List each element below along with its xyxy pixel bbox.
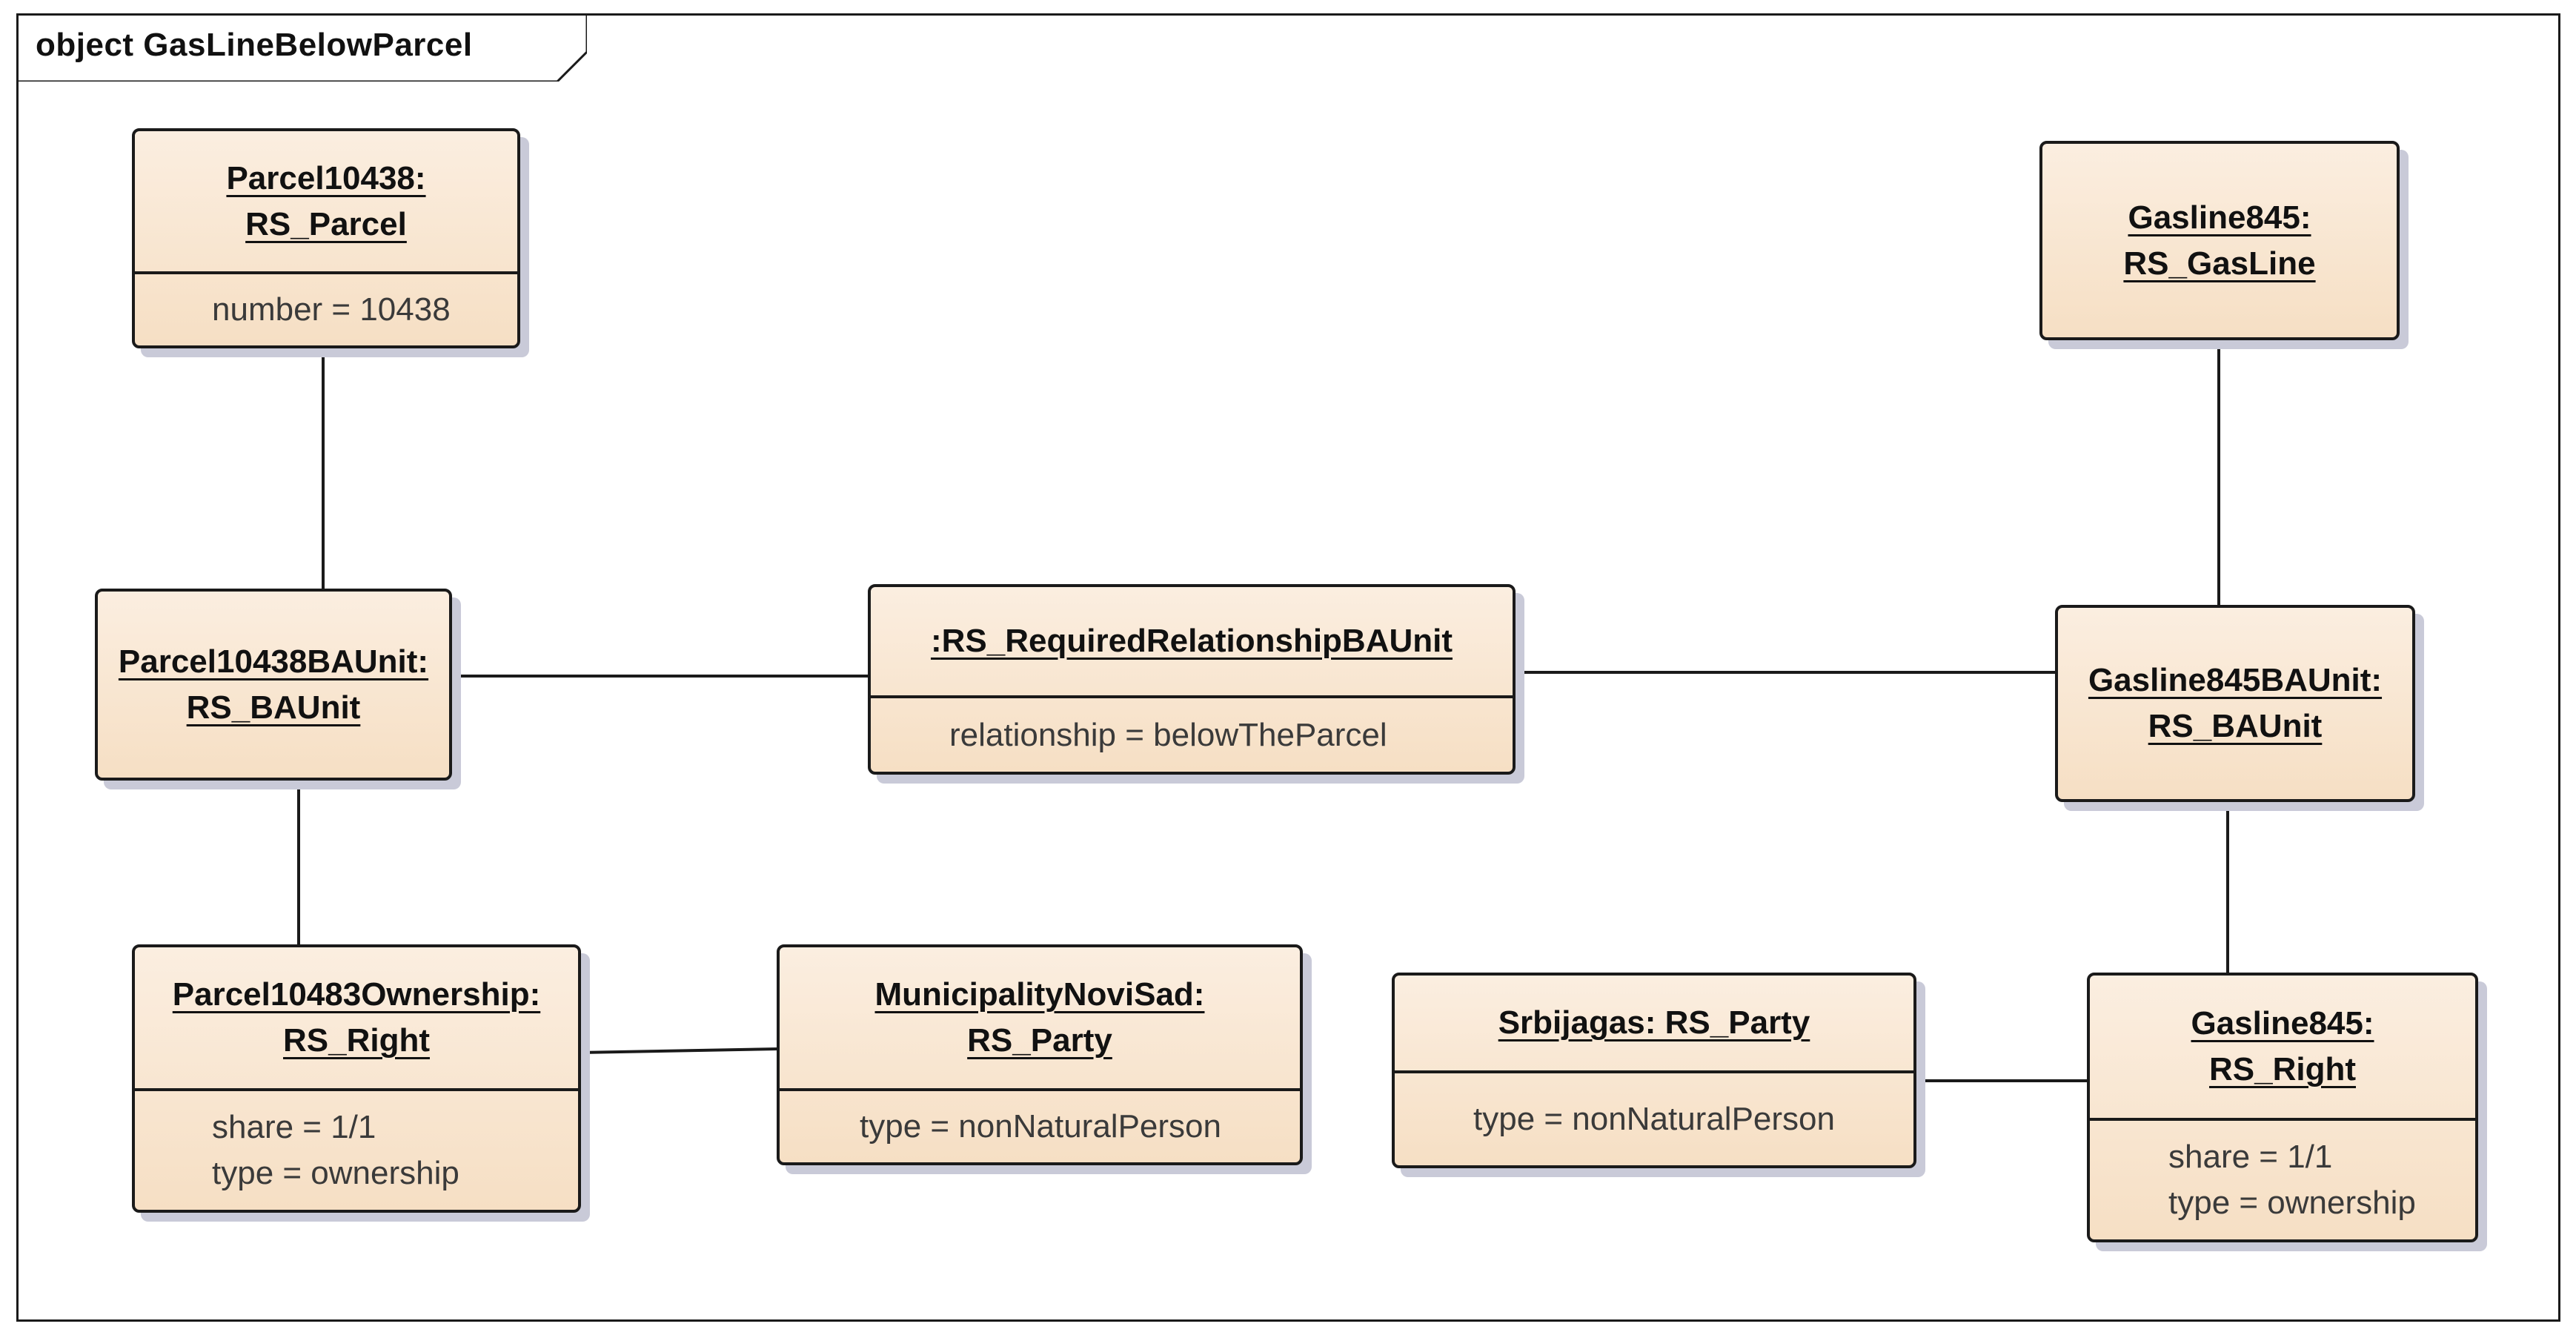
object-name-compartment: Gasline845: RS_GasLine — [2042, 144, 2397, 337]
object-name-compartment: Gasline845: RS_Right — [2090, 976, 2475, 1121]
attribute-type: type = ownership — [2168, 1185, 2416, 1221]
object-name-line1: Parcel10438BAUnit: — [118, 643, 429, 680]
attribute-number: number = 10438 — [212, 291, 451, 328]
object-name-compartment: Gasline845BAUnit: RS_BAUnit — [2058, 608, 2412, 799]
diagram-title: object GasLineBelowParcel — [36, 27, 473, 63]
object-name-line2: RS_BAUnit — [2148, 708, 2323, 744]
frame-name-tab — [16, 13, 587, 82]
object-name-line1: Gasline845: — [2128, 199, 2311, 236]
object-gasline845[interactable]: Gasline845: RS_GasLine — [2039, 141, 2400, 340]
attribute-type: type = ownership — [212, 1155, 459, 1191]
object-name-line1: Parcel10483Ownership: — [172, 976, 541, 1013]
object-parcel10438-baunit[interactable]: Parcel10438BAUnit: RS_BAUnit — [95, 589, 452, 781]
object-name-line2: RS_BAUnit — [186, 689, 361, 726]
object-name-line1: Parcel10438: — [226, 159, 426, 196]
object-name-line2: RS_Party — [967, 1022, 1112, 1059]
attribute-type: type = nonNaturalPerson — [860, 1108, 1221, 1145]
object-name-compartment: Parcel10438: RS_Parcel — [135, 131, 517, 274]
object-gasline845-baunit[interactable]: Gasline845BAUnit: RS_BAUnit — [2055, 605, 2415, 802]
object-attribute-compartment: share = 1/1 type = ownership — [2090, 1121, 2475, 1239]
object-parcel10483-ownership[interactable]: Parcel10483Ownership: RS_Right share = 1… — [132, 944, 581, 1213]
object-name-compartment: Parcel10483Ownership: RS_Right — [135, 947, 578, 1091]
object-name-line2: RS_GasLine — [2123, 245, 2316, 282]
object-name-line1: Srbijagas: RS_Party — [1498, 1004, 1810, 1041]
object-name-line1: MunicipalityNoviSad: — [874, 976, 1205, 1013]
object-attribute-compartment: share = 1/1 type = ownership — [135, 1091, 578, 1210]
object-name-line2: RS_Right — [2209, 1051, 2356, 1087]
attribute-share: share = 1/1 — [212, 1109, 376, 1145]
object-attribute-compartment: type = nonNaturalPerson — [1395, 1073, 1913, 1165]
link-parcel-ownership-to-municipality — [579, 1047, 779, 1054]
object-name-line1: Gasline845: — [2191, 1005, 2374, 1041]
object-name-line2: RS_Parcel — [245, 205, 407, 242]
object-name-line1: :RS_RequiredRelationshipBAUnit — [930, 623, 1453, 659]
object-name-compartment: Srbijagas: RS_Party — [1395, 976, 1913, 1073]
diagram-frame — [16, 13, 2560, 1322]
object-parcel10438[interactable]: Parcel10438: RS_Parcel number = 10438 — [132, 128, 520, 348]
object-name-compartment: MunicipalityNoviSad: RS_Party — [780, 947, 1300, 1091]
attribute-share: share = 1/1 — [2168, 1139, 2333, 1175]
object-name-compartment: Parcel10438BAUnit: RS_BAUnit — [98, 592, 449, 778]
attribute-type: type = nonNaturalPerson — [1473, 1101, 1835, 1137]
object-required-relationship[interactable]: :RS_RequiredRelationshipBAUnit relations… — [868, 584, 1516, 775]
object-name-line1: Gasline845BAUnit: — [2088, 662, 2383, 698]
object-name-compartment: :RS_RequiredRelationshipBAUnit — [871, 587, 1513, 698]
object-name-line2: RS_Right — [283, 1022, 430, 1059]
object-gasline845-right[interactable]: Gasline845: RS_Right share = 1/1 type = … — [2087, 973, 2478, 1242]
attribute-relationship: relationship = belowTheParcel — [949, 716, 1387, 753]
object-attribute-compartment: number = 10438 — [135, 274, 517, 345]
object-attribute-compartment: relationship = belowTheParcel — [871, 698, 1513, 772]
object-municipality-novi-sad[interactable]: MunicipalityNoviSad: RS_Party type = non… — [777, 944, 1303, 1165]
object-srbijagas[interactable]: Srbijagas: RS_Party type = nonNaturalPer… — [1392, 973, 1916, 1168]
object-attribute-compartment: type = nonNaturalPerson — [780, 1091, 1300, 1162]
